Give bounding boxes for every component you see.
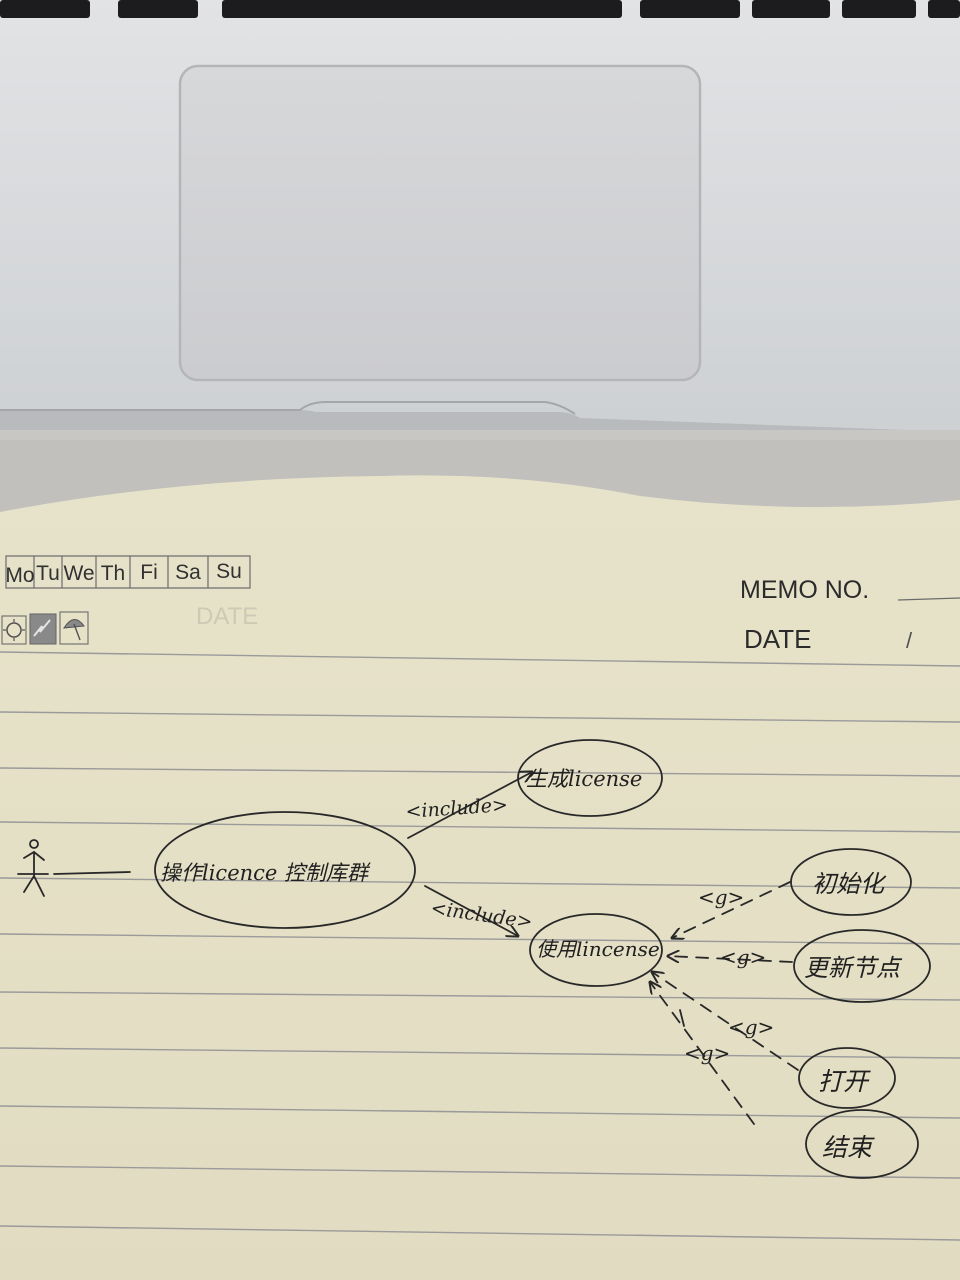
weekday-sa: Sa <box>175 561 201 584</box>
open-label: 打开 <box>818 1067 871 1096</box>
date-label: DATE <box>744 624 811 654</box>
open-ellipse <box>798 1047 896 1109</box>
use-case-diagram <box>17 739 931 1179</box>
memo-label: MEMO NO. <box>740 576 869 604</box>
g-label-open: <g> <box>728 1015 774 1039</box>
main-use-case-label: 操作licence 控制库群 <box>160 861 371 885</box>
keyboard-keys <box>0 0 960 18</box>
weekday-th: Th <box>101 562 126 585</box>
g-label-close: <g> <box>684 1041 730 1065</box>
actor-stick-figure <box>17 839 49 897</box>
sun-icon <box>1 615 27 645</box>
update-node-ellipse <box>793 929 931 1003</box>
actor-association <box>53 871 131 875</box>
show-through-text: DATE <box>196 603 258 630</box>
trackpad[interactable] <box>178 64 702 382</box>
close-label: 结束 <box>822 1133 875 1162</box>
use-license-ellipse <box>529 913 663 987</box>
weekday-mo: Mo <box>5 564 34 587</box>
weekday-fi: Fi <box>140 561 158 584</box>
extend-line-init <box>672 881 791 938</box>
svg-text:DATE: DATE <box>196 603 258 630</box>
weekday-su: Su <box>216 560 242 583</box>
generate-license-ellipse <box>517 739 663 817</box>
weekday-row: Mo Tu We Th Fi Sa Su <box>5 555 251 589</box>
weekday-tu: Tu <box>36 562 60 585</box>
close-ellipse <box>805 1109 919 1179</box>
cloud-lightning-icon <box>29 613 57 645</box>
extend-line-open <box>652 972 799 1071</box>
include-arrow-top <box>407 772 532 839</box>
generate-license-label: 生成license <box>526 767 642 791</box>
date-separator: / <box>906 628 913 653</box>
extend-line-close <box>650 982 755 1125</box>
include-arrow-bottom <box>424 885 518 936</box>
g-label-update: <g> <box>720 945 766 969</box>
weather-icons <box>1 611 89 645</box>
main-use-case-ellipse <box>154 811 416 929</box>
extend-line-update <box>668 956 793 963</box>
laptop <box>0 0 960 452</box>
g-label-init: <g> <box>698 885 744 909</box>
notebook-page: Mo Tu We Th Fi Sa Su <box>0 475 960 1280</box>
extend-line-close-tail <box>679 1009 685 1027</box>
weekday-we: We <box>63 562 94 585</box>
init-label: 初始化 <box>812 870 887 898</box>
init-ellipse <box>790 848 912 916</box>
use-license-label: 使用lincense <box>536 937 660 961</box>
update-node-label: 更新节点 <box>804 954 903 982</box>
umbrella-icon <box>59 611 89 645</box>
memo-number-line <box>897 597 960 601</box>
